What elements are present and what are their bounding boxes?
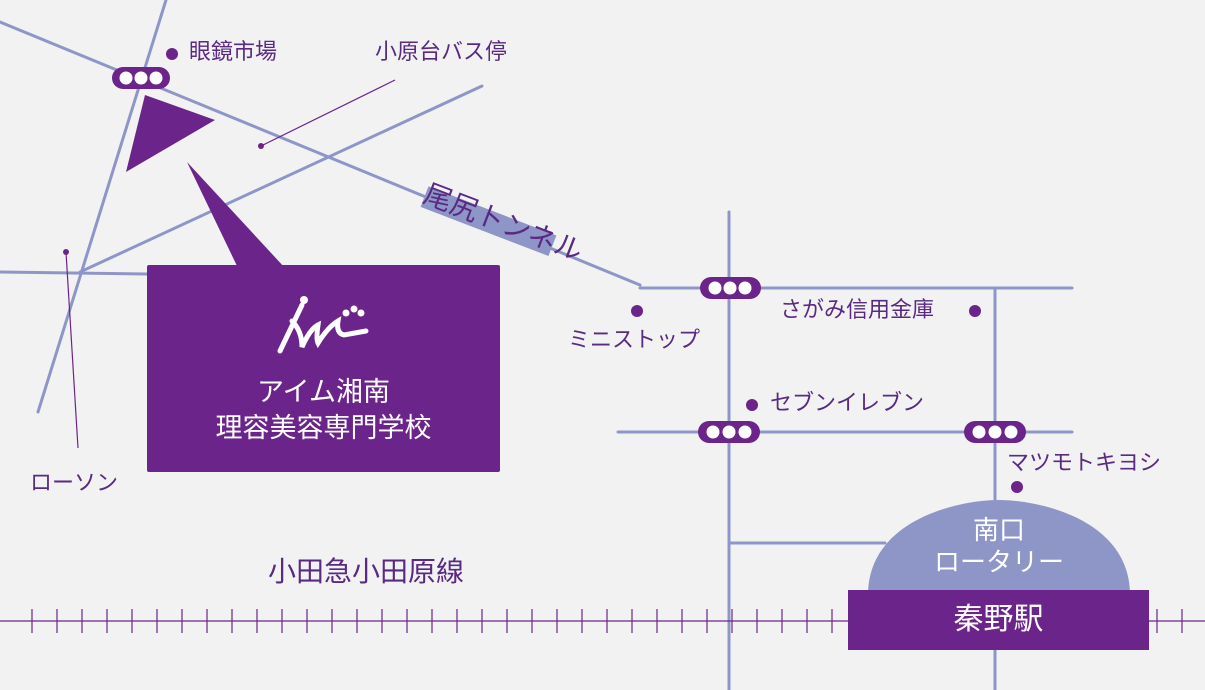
label-lawson: ローソン: [30, 471, 119, 496]
megane-ichiba-dot: [166, 48, 178, 60]
bus-stop-dot: [258, 143, 264, 149]
pointer-dots: [63, 143, 264, 255]
traffic-light-icon: [112, 67, 170, 89]
school-location-triangle: [126, 95, 215, 172]
callout-pointer: [187, 162, 285, 268]
station-box: 秦野駅: [848, 590, 1149, 650]
rotary-label: 南口 ロータリー: [868, 505, 1130, 595]
school-callout: アイム湘南 理容美容専門学校: [147, 265, 500, 472]
seven-eleven-dot: [746, 399, 758, 411]
school-name-line2: 理容美容専門学校: [215, 413, 432, 444]
label-seven-eleven: セブンイレブン: [770, 391, 925, 416]
label-matsumoto-kiyoshi: マツモトキヨシ: [1007, 451, 1162, 476]
ministop-dot: [631, 305, 643, 317]
road-to-bus-stop: [78, 84, 484, 274]
label-odakyu-line: 小田急小田原線: [268, 555, 465, 588]
rotary-line1: 南口: [972, 516, 1025, 546]
aim-logo-icon: [277, 296, 369, 354]
label-megane-ichiba: 眼鏡市場: [189, 40, 278, 65]
lawson-dot: [63, 249, 69, 255]
pointer-lawson: [65, 251, 79, 449]
label-obaradai-bus-stop: 小原台バス停: [375, 40, 508, 65]
sagami-shinyo-dot: [969, 305, 981, 317]
label-ministop: ミニストップ: [568, 328, 701, 353]
pointer-lines: [65, 79, 396, 449]
landmark-dots: [166, 48, 1023, 493]
south-exit-rotary: [868, 500, 1130, 595]
railway-ticks: [31, 609, 1183, 633]
label-sagami-shinyo-kinko: さがみ信用金庫: [780, 298, 935, 323]
traffic-light-icon: [700, 277, 761, 299]
tunnel-shape: [420, 186, 557, 256]
matsumoto-kiyoshi-dot: [1011, 481, 1023, 493]
pointer-bus-stop: [260, 79, 396, 147]
traffic-signals: [112, 67, 1026, 443]
rotary-line2: ロータリー: [933, 548, 1064, 578]
traffic-light-icon: [964, 421, 1026, 443]
school-name-line1: アイム湘南: [256, 377, 391, 408]
traffic-light-icon: [698, 421, 760, 443]
tunnel: [420, 186, 557, 256]
